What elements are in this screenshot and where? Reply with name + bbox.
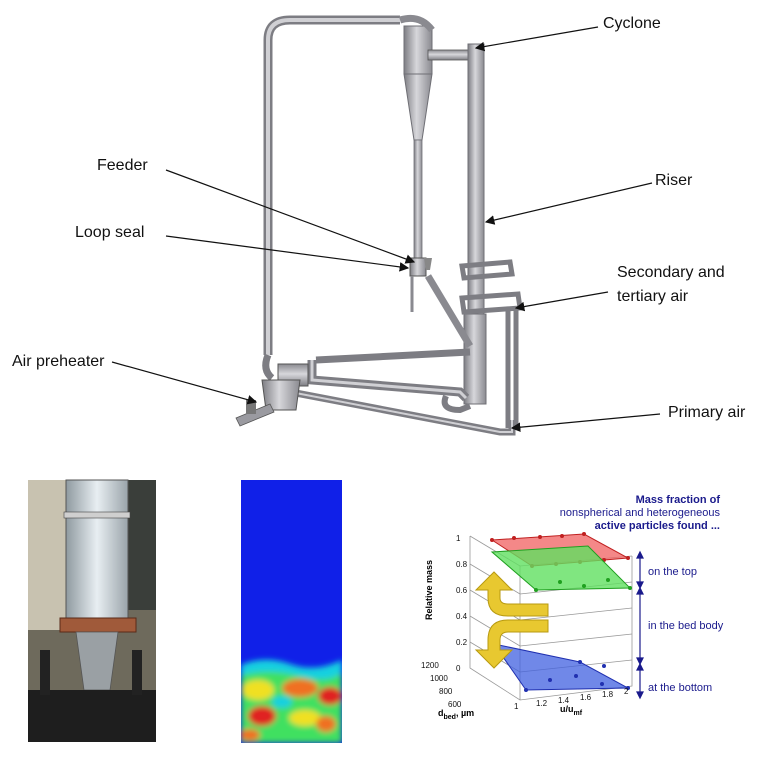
chart-title-line1: Mass fraction of: [635, 494, 720, 506]
y-tick-1: 0.2: [456, 638, 468, 647]
chart-title-line3: active particles found ...: [594, 520, 720, 532]
z-tick-0: 600: [448, 700, 462, 709]
x-axis-label-sub: mf: [573, 709, 583, 717]
z-tick-1: 800: [439, 687, 453, 696]
label-loop-seal: Loop seal: [75, 224, 145, 241]
y-tick-5: 1: [456, 534, 461, 543]
z-tick-2: 1000: [430, 674, 448, 683]
z-axis-label-sub: bed: [443, 713, 456, 721]
y-tick-0: 0: [456, 664, 461, 673]
feeder-loop-seal: [409, 257, 474, 348]
y-tick-4: 0.8: [456, 560, 468, 569]
x-tick-4: 1.8: [602, 690, 614, 699]
return-pipe: [263, 15, 400, 355]
x-axis-label-main: u/u: [560, 704, 574, 714]
x-tick-0: 1: [514, 702, 519, 711]
z-axis-label-unit: , µm: [455, 708, 475, 718]
label-air-preheater: Air preheater: [12, 353, 105, 370]
y-tick-2: 0.4: [456, 612, 468, 621]
y-tick-3: 0.6: [456, 586, 468, 595]
band-bottom: at the bottom: [648, 682, 713, 694]
leader-lines: [111, 26, 661, 432]
band-body: in the bed body: [648, 620, 724, 632]
z-axis-label: dbed, µm: [438, 708, 474, 721]
label-feeder: Feeder: [97, 157, 148, 174]
x-tick-3: 1.6: [580, 693, 592, 702]
label-riser: Riser: [655, 172, 693, 189]
air-preheater: [235, 363, 309, 427]
x-tick-1: 1.2: [536, 699, 548, 708]
x-tick-2: 1.4: [558, 696, 570, 705]
label-tertiary-air: tertiary air: [617, 288, 689, 305]
x-tick-5: 2: [624, 687, 629, 696]
band-top: on the top: [648, 566, 697, 578]
label-cyclone: Cyclone: [603, 15, 661, 32]
riser: [463, 43, 487, 405]
label-primary-air: Primary air: [668, 404, 746, 421]
y-axis-label: Relative mass: [424, 559, 434, 620]
z-tick-3: 1200: [421, 661, 439, 670]
cyclone: [398, 14, 476, 259]
x-axis-label: u/umf: [560, 704, 582, 717]
label-secondary-air: Secondary and: [617, 264, 725, 281]
z-axis-label-main: d: [438, 708, 444, 718]
chart-title-line2: nonspherical and heterogeneous: [559, 507, 720, 519]
